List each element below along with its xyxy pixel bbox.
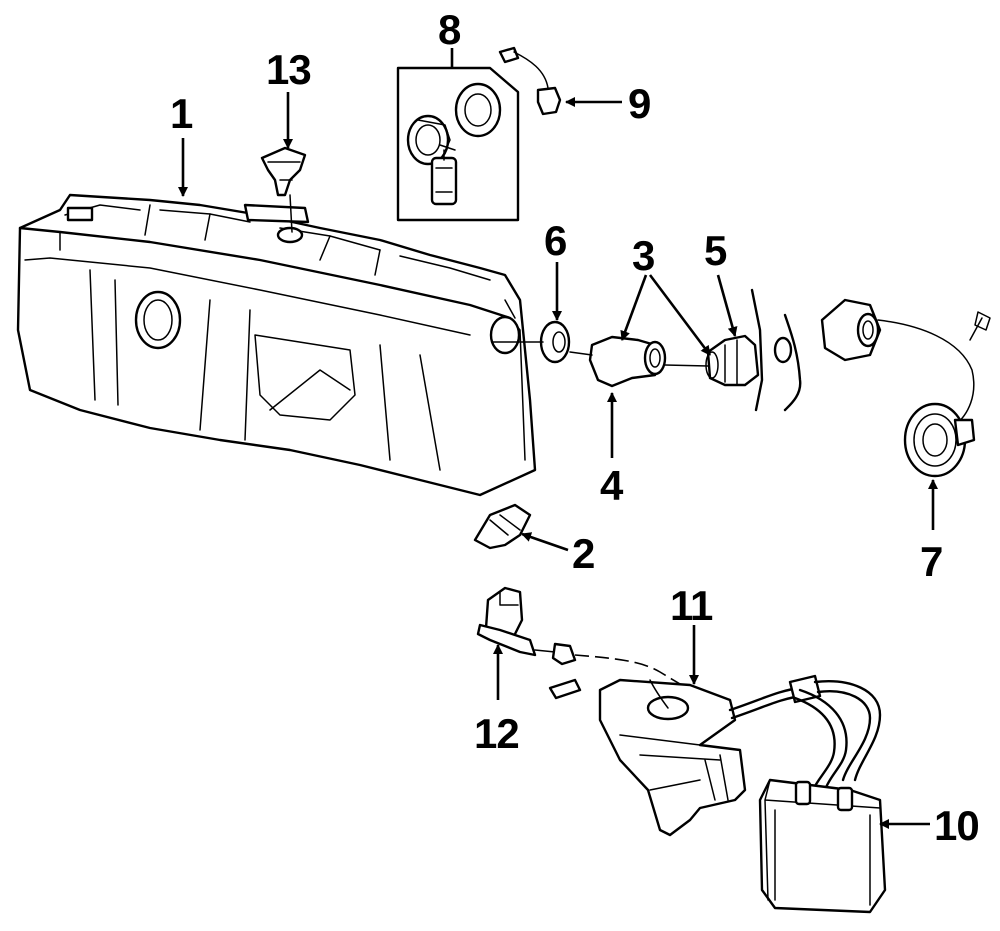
fuel-tank: [16, 193, 537, 497]
filler-hose: [569, 335, 709, 388]
filler-neck-grommet: [491, 320, 571, 364]
callout-1: 1: [170, 90, 193, 137]
callout-6: 6: [544, 217, 566, 264]
fuel-pump-module: [396, 66, 520, 222]
charcoal-canister: [758, 778, 887, 914]
callout-13: 13: [266, 46, 311, 93]
callout-11: 11: [670, 582, 713, 629]
leader-lines: [178, 48, 938, 829]
callout-8: 8: [438, 6, 461, 53]
tank-strap-bracket: [473, 503, 532, 550]
purge-valve: [476, 586, 691, 700]
vapor-hoses: [728, 674, 882, 792]
callout-7: 7: [920, 538, 942, 585]
callout-4: 4: [600, 462, 624, 509]
callout-3: 3: [632, 232, 654, 279]
fuel-cap: [820, 298, 991, 478]
wiring-connector: [498, 46, 562, 116]
canister-bracket: [598, 678, 747, 837]
callout-9: 9: [628, 80, 650, 127]
callout-labels: 1 2 3 4 5 6 7 8 9 10 11 12 13: [170, 6, 980, 849]
filler-neck: [705, 288, 802, 412]
callout-12: 12: [474, 710, 519, 757]
callout-2: 2: [572, 530, 594, 577]
callout-10: 10: [934, 802, 979, 849]
rollover-valve: [260, 146, 307, 233]
callout-5: 5: [704, 227, 727, 274]
